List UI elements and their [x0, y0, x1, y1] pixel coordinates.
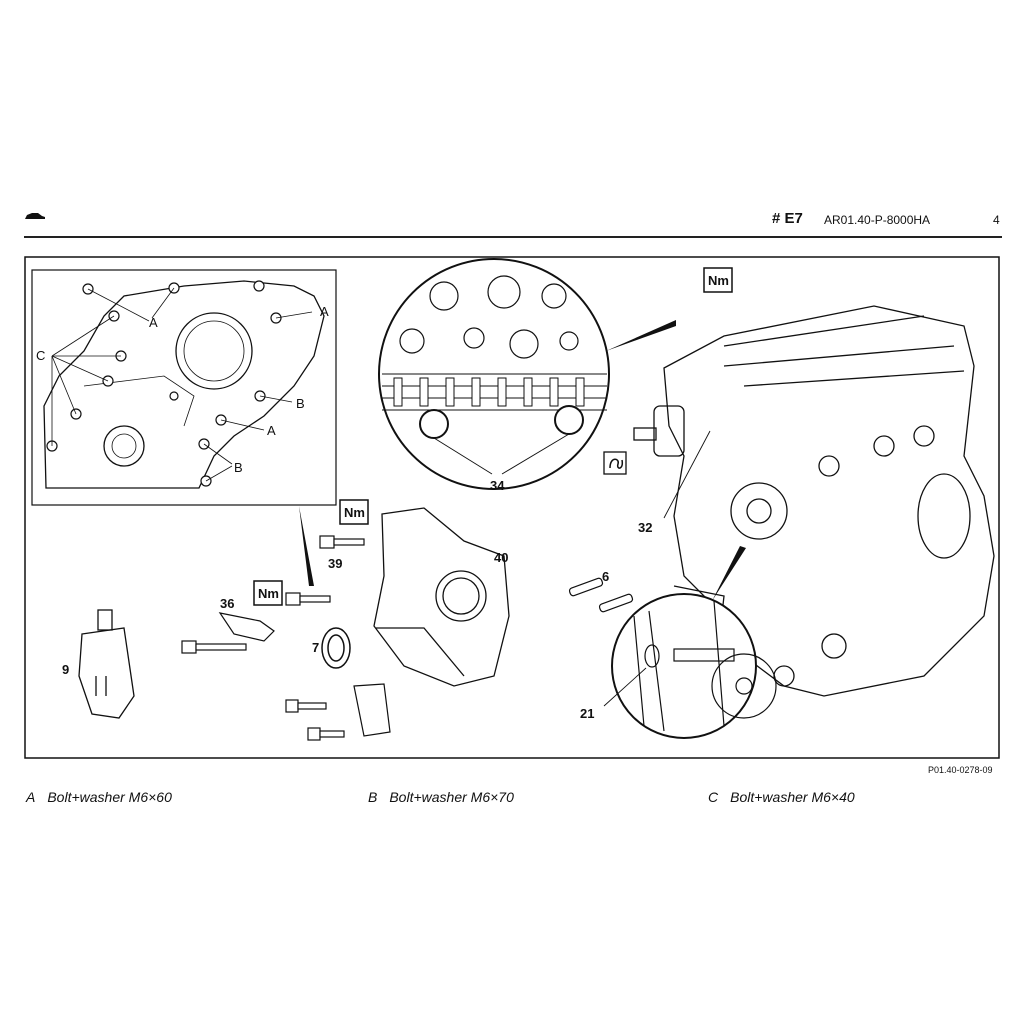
callout-b: B [234, 460, 243, 475]
torque-symbol: Nm [339, 499, 369, 525]
callout-9: 9 [62, 662, 69, 677]
car-icon [25, 213, 45, 219]
bracket-36 [181, 612, 275, 654]
timing-case-cover [373, 507, 510, 687]
header-rule [24, 236, 1002, 238]
callout-a: A [320, 304, 329, 319]
exploded-view-diagram: A A A B B C 34 [24, 256, 1000, 759]
dowel-pins [568, 577, 634, 613]
seal-ring-7 [321, 627, 351, 669]
callout-6: 6 [602, 569, 609, 584]
svg-text:Nm: Nm [258, 586, 279, 601]
bolts-39 [285, 535, 365, 606]
callout-b: B [296, 396, 305, 411]
svg-text:Nm: Nm [708, 273, 729, 288]
page-number: 4 [993, 213, 1000, 227]
callout-34: 34 [490, 478, 505, 493]
torque-symbol: Nm [703, 267, 733, 293]
figure-number: P01.40-0278-09 [928, 765, 993, 775]
lower-bolts [285, 683, 391, 741]
pin-detail-circle [603, 546, 777, 739]
torque-symbol: Nm [253, 580, 283, 606]
callout-40: 40 [494, 550, 508, 565]
callout-a: A [149, 315, 158, 330]
special-tool-symbol [603, 451, 627, 475]
callout-7: 7 [312, 640, 319, 655]
section-code: # E7 [772, 210, 803, 227]
svg-text:Nm: Nm [344, 505, 365, 520]
chain-detail-circle: 34 [378, 258, 676, 493]
timing-cover-inset: A A A B B C [31, 269, 337, 506]
document-code: AR01.40-P-8000HA [824, 213, 931, 227]
callout-36: 36 [220, 596, 234, 611]
chain-tensioner-9 [78, 609, 135, 719]
callout-32: 32 [638, 520, 652, 535]
callout-39: 39 [328, 556, 342, 571]
callout-c: C [36, 348, 45, 363]
callout-a: A [267, 423, 276, 438]
callout-21: 21 [580, 706, 594, 721]
page-header: # E7 AR01.40-P-8000HA 4 [24, 205, 1004, 235]
